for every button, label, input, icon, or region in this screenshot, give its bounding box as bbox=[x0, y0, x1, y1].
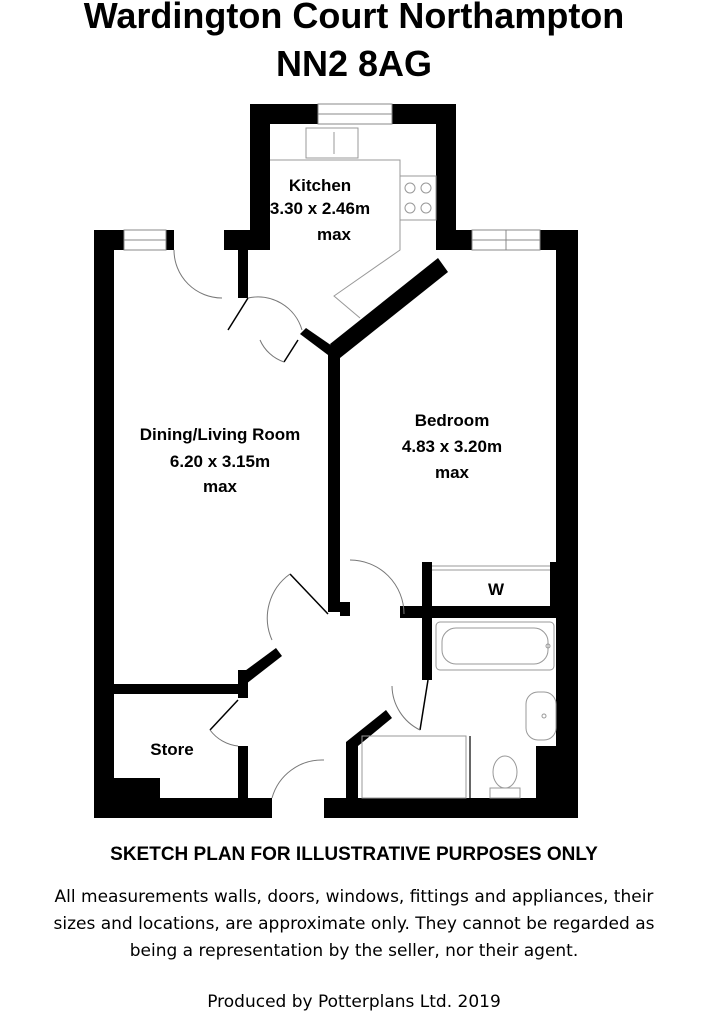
wall-bath-corner bbox=[536, 746, 578, 798]
wall-wardrobe-bottom bbox=[400, 606, 578, 618]
kitchen-size: 3.30 x 2.46m bbox=[270, 199, 370, 218]
wall-bottom-right bbox=[324, 798, 578, 818]
wall-center bbox=[328, 350, 340, 612]
basin-icon bbox=[525, 691, 557, 741]
room-labels: Kitchen 3.30 x 2.46m max Dining/Living R… bbox=[140, 176, 505, 759]
wall-wardrobe-right bbox=[550, 562, 560, 610]
wall-store-right bbox=[238, 746, 248, 798]
wall-bottom-left bbox=[94, 798, 272, 818]
living-qualifier: max bbox=[203, 477, 238, 496]
door-arc-living-top bbox=[173, 249, 223, 299]
windows bbox=[123, 103, 541, 251]
wall-store-diagonal bbox=[238, 648, 282, 684]
wall-store-top bbox=[114, 684, 248, 694]
wall-right bbox=[556, 230, 578, 818]
wall-bath-left bbox=[422, 618, 432, 680]
kitchen-qualifier: max bbox=[317, 225, 352, 244]
producer-credit: Produced by Potterplans Ltd. 2019 bbox=[207, 992, 501, 1012]
wall-kitchen-left bbox=[250, 104, 270, 250]
wall-top-living-a bbox=[94, 230, 124, 250]
disclaimer-text: All measurements walls, doors, windows, … bbox=[0, 884, 708, 965]
plan-postcode: NN2 8AG bbox=[275, 43, 433, 84]
disclaimer-line: sizes and locations, are approximate onl… bbox=[53, 914, 655, 934]
living-name: Dining/Living Room bbox=[140, 425, 301, 444]
bath-icon bbox=[435, 621, 555, 671]
walls bbox=[94, 104, 578, 818]
kitchen-name: Kitchen bbox=[289, 176, 351, 195]
sketch-notice: SKETCH PLAN FOR ILLUSTRATIVE PURPOSES ON… bbox=[110, 844, 598, 865]
plan-title: Wardington Court Northampton bbox=[83, 0, 625, 36]
living-size: 6.20 x 3.15m bbox=[170, 452, 270, 471]
wall-store-corner bbox=[114, 778, 160, 798]
wall-top-bedroom-a bbox=[436, 230, 472, 250]
floor-plan: Kitchen 3.30 x 2.46m max Dining/Living R… bbox=[94, 103, 578, 818]
wall-store-jamb bbox=[238, 670, 248, 698]
bathroom-fixtures bbox=[361, 621, 557, 799]
bedroom-name: Bedroom bbox=[415, 411, 490, 430]
wall-kitchen-diagonal bbox=[330, 258, 448, 358]
disclaimer-line: being a representation by the seller, no… bbox=[129, 941, 579, 961]
wall-top-bedroom-b bbox=[540, 230, 578, 250]
sink-icon bbox=[305, 127, 359, 159]
wall-kitchen-top-b bbox=[392, 104, 444, 124]
shower-tray-icon bbox=[361, 735, 467, 799]
wall-left bbox=[94, 230, 114, 818]
doors bbox=[173, 249, 550, 799]
wardrobe-name: W bbox=[488, 580, 505, 599]
store-name: Store bbox=[150, 740, 193, 759]
wall-bath-diagonal bbox=[346, 710, 392, 798]
wall-door-jamb bbox=[238, 250, 248, 298]
wall-kitchen-right bbox=[436, 104, 456, 250]
bedroom-size: 4.83 x 3.20m bbox=[402, 437, 502, 456]
hob-icon bbox=[399, 175, 437, 221]
toilet-icon bbox=[492, 755, 518, 789]
wall-top-living-c bbox=[224, 230, 250, 250]
disclaimer-line: All measurements walls, doors, windows, … bbox=[54, 887, 654, 907]
kitchen-fixtures bbox=[270, 127, 437, 319]
wall-kitchen-top-a bbox=[250, 104, 318, 124]
wall-top-living-b bbox=[166, 230, 174, 250]
bedroom-qualifier: max bbox=[435, 463, 470, 482]
wall-wardrobe-left bbox=[422, 562, 432, 618]
wall-hall-stub bbox=[340, 602, 350, 616]
